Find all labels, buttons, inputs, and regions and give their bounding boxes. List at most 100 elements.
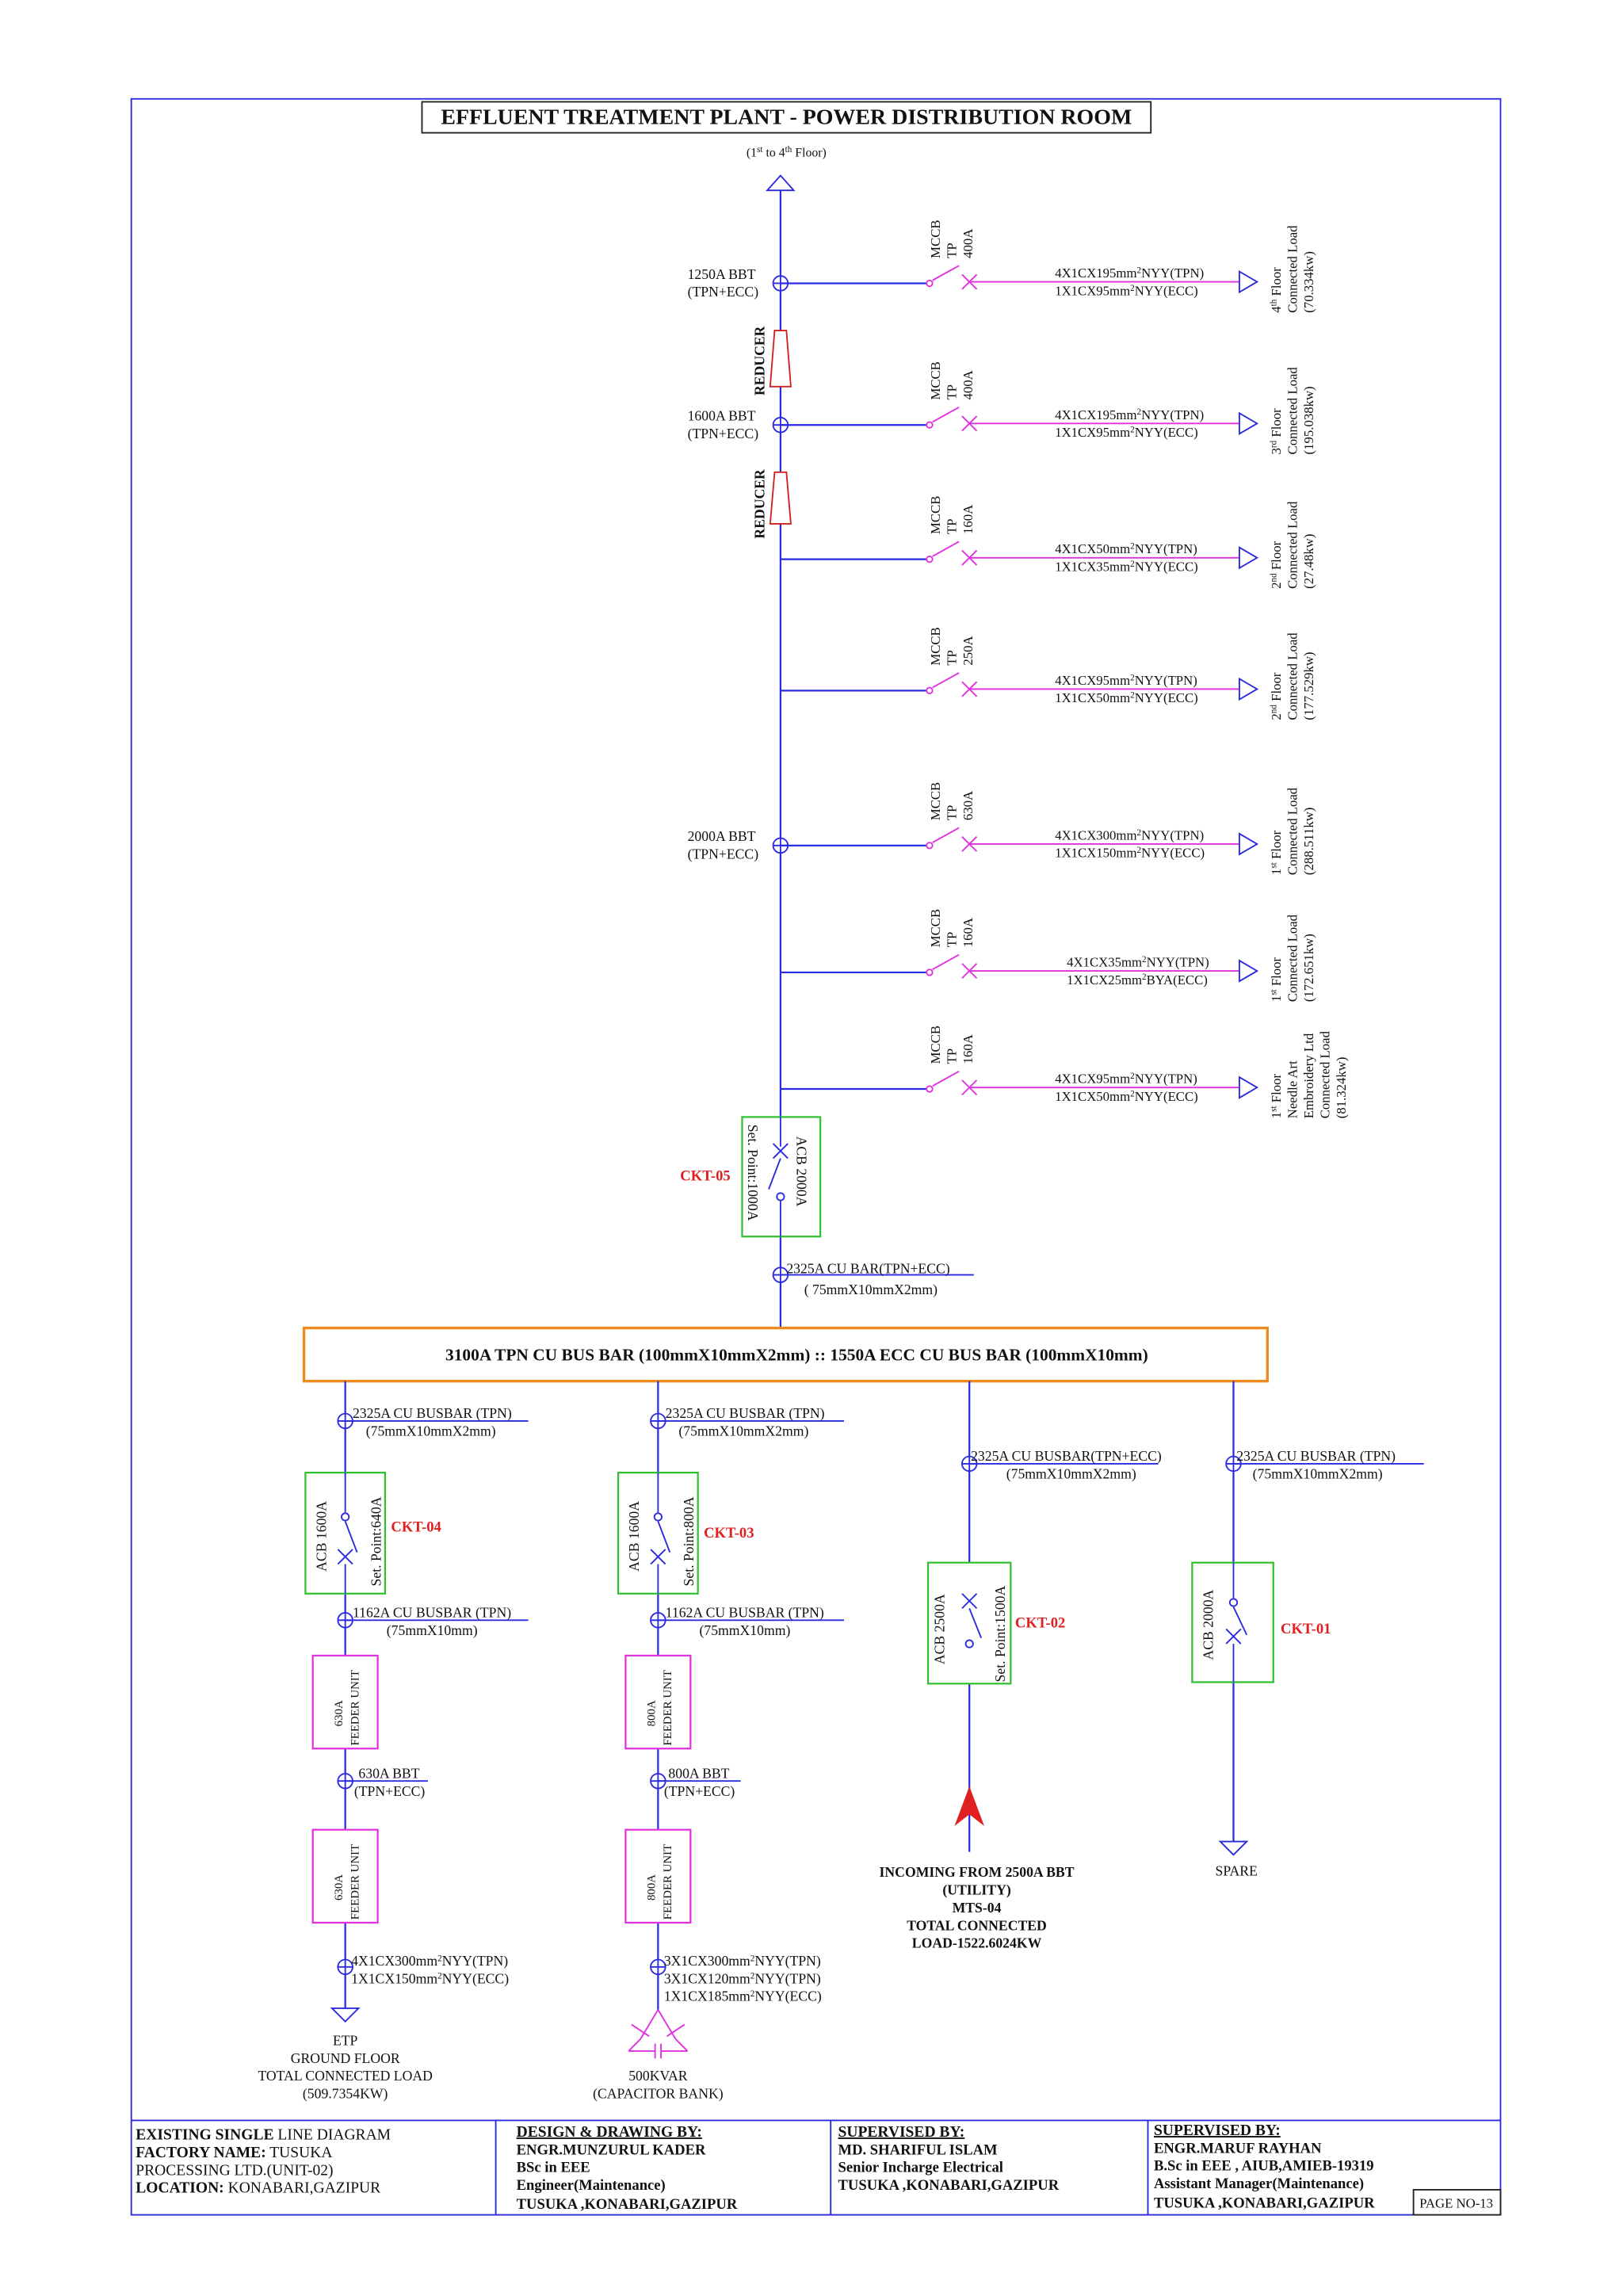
branch-ckt03: 2325A CU BUSBAR (TPN) (75mmX10mmX2mm) AC… [593,1381,844,2102]
main-busbar-label: 3100A TPN CU BUS BAR (100mmX10mmX2mm) ::… [445,1346,1148,1365]
mccb-contact [926,1085,934,1093]
cable-spec-ecc: 1X1CX25mm2BYA(ECC) [1067,972,1208,988]
svg-text:Set. Point:640A: Set. Point:640A [368,1496,384,1586]
svg-text:630A: 630A [333,1874,346,1901]
branch-ckt01: 2325A CU BUSBAR (TPN) (75mmX10mmX2mm) AC… [1191,1381,1424,1878]
svg-text:PROCESSING LTD.(UNIT-02): PROCESSING LTD.(UNIT-02) [136,2162,333,2179]
bbt-2000: 2000A BBT (TPN+ECC) [688,828,789,862]
svg-text:800A: 800A [646,1700,659,1726]
load-label: 2nd Floor [1269,672,1284,720]
svg-text:MTS-04: MTS-04 [953,1900,1002,1916]
svg-text:FEEDER UNIT: FEEDER UNIT [349,1670,361,1745]
svg-text:500KVAR: 500KVAR [628,2068,688,2084]
mccb-label: MCCB [928,361,943,399]
cable-spec-ecc: 1X1CX95mm2NYY(ECC) [1055,283,1198,298]
svg-text:EXISTING SINGLE LINE DIAGRAM: EXISTING SINGLE LINE DIAGRAM [136,2127,391,2144]
svg-text:SPARE: SPARE [1216,1862,1258,1878]
svg-text:Assistant Manager(Maintenance): Assistant Manager(Maintenance) [1154,2176,1364,2192]
load-arrow-icon [1238,1075,1259,1099]
mccb-blade [932,672,960,689]
cable-spec-ecc: 1X1CX50mm2NYY(ECC) [1055,1089,1198,1104]
svg-text:1X1CX150mm2NYY(ECC): 1X1CX150mm2NYY(ECC) [351,1970,509,1986]
bbt-1250: 1250A BBT (TPN+ECC) [688,266,789,300]
svg-text:(TPN+ECC): (TPN+ECC) [354,1783,426,1799]
svg-text:BSc in EEE: BSc in EEE [517,2160,590,2176]
svg-text:TOTAL CONNECTED LOAD: TOTAL CONNECTED LOAD [258,2068,433,2084]
svg-text:GROUND FLOOR: GROUND FLOOR [291,2050,400,2066]
svg-text:ENGR.MARUF RAYHAN: ENGR.MARUF RAYHAN [1154,2140,1322,2157]
svg-text:Set. Point:800A: Set. Point:800A [681,1496,697,1586]
load-label: (195.038kw) [1301,386,1316,454]
svg-text:ACB 1600A: ACB 1600A [626,1501,642,1572]
mccb-label: 250A [960,636,976,665]
mccb-label: 400A [960,229,976,258]
svg-text:ACB 1600A: ACB 1600A [313,1501,329,1572]
bbt-spec: (TPN+ECC) [688,426,759,441]
svg-text:CKT-02: CKT-02 [1015,1615,1065,1632]
diagram-title: EFFLUENT TREATMENT PLANT - POWER DISTRIB… [441,105,1132,129]
svg-text:TOTAL CONNECTED: TOTAL CONNECTED [907,1917,1047,1933]
load-label: (70.334kw) [1301,251,1316,313]
cable-spec-tpn: 4X1CX95mm2NYY(TPN) [1055,673,1197,688]
mccb-label: MCCB [928,496,943,534]
mccb-label: MCCB [928,220,943,258]
svg-text:LOAD-1522.6024KW: LOAD-1522.6024KW [912,1935,1042,1951]
load-arrow-icon [1238,677,1259,701]
ckt05-acb: ACB 2000A Set. Point:1000A CKT-05 [680,1116,822,1238]
load-label: 2nd Floor [1269,541,1284,588]
svg-text:Set. Point:1500A: Set. Point:1500A [992,1585,1008,1682]
load-arrow-icon [1238,832,1259,856]
cable-spec-tpn: 4X1CX95mm2NYY(TPN) [1055,1072,1197,1087]
mccb-blade [932,265,960,281]
cable-spec-tpn: 4X1CX300mm2NYY(TPN) [1055,827,1204,842]
svg-text:(75mmX10mmX2mm): (75mmX10mmX2mm) [366,1423,496,1439]
mccb-contact [926,279,934,288]
svg-text:Engineer(Maintenance): Engineer(Maintenance) [517,2177,666,2194]
mccb-label: 160A [960,505,976,534]
branch-ckt02: 2325A CU BUSBAR(TPN+ECC) (75mmX10mmX2mm)… [880,1381,1162,1951]
mccb-label: TP [944,243,959,258]
load-label: (177.529kw) [1301,651,1316,720]
load-arrow-icon [1238,411,1259,436]
svg-text:2325A CU BUSBAR (TPN): 2325A CU BUSBAR (TPN) [1236,1448,1396,1464]
mccb-label: MCCB [928,782,943,820]
load-label: Connected Load [1285,501,1300,589]
cable-spec-tpn: 4X1CX50mm2NYY(TPN) [1055,541,1197,556]
incoming-arrow-icon [954,1786,984,1826]
svg-text:SUPERVISED BY:: SUPERVISED BY: [1154,2122,1281,2139]
mccb-label: 160A [960,918,976,947]
cable-spec-ecc: 1X1CX150mm2NYY(ECC) [1055,846,1205,861]
title-box [421,101,1152,134]
svg-text:TUSUKA ,KONABARI,GAZIPUR: TUSUKA ,KONABARI,GAZIPUR [517,2196,738,2213]
svg-text:1162A CU BUSBAR (TPN): 1162A CU BUSBAR (TPN) [353,1605,511,1621]
load-arrow-icon [1238,269,1259,294]
svg-text:B.Sc in EEE , AIUB,AMIEB-19319: B.Sc in EEE , AIUB,AMIEB-19319 [1154,2158,1374,2175]
branch-ckt04: 2325A CU BUSBAR (TPN) (75mmX10mmX2mm) AC… [258,1381,529,2102]
load-label: Needle Art [1285,1060,1300,1118]
load-label: (81.324kw) [1334,1057,1349,1119]
riser-label: (1st to 4th Floor) [747,145,827,160]
bbt-rating: 1250A BBT [688,266,756,282]
mccb-blade [932,827,960,843]
cable-spec-ecc: 1X1CX95mm2NYY(ECC) [1055,425,1198,440]
svg-text:4X1CX300mm2NYY(TPN): 4X1CX300mm2NYY(TPN) [351,1953,508,1969]
acb-rating: ACB 2000A [793,1137,809,1207]
load-label: Connected Load [1285,632,1300,720]
mccb-contact [926,968,934,976]
load-label: (27.48kw) [1301,534,1316,589]
svg-text:630A: 630A [333,1700,346,1726]
svg-text:ACB 2500A: ACB 2500A [932,1594,948,1664]
mccb-label: MCCB [928,627,943,665]
svg-text:800A: 800A [646,1874,659,1901]
load-label: Connected Load [1285,914,1300,1002]
svg-text:TUSUKA ,KONABARI,GAZIPUR: TUSUKA ,KONABARI,GAZIPUR [838,2177,1060,2194]
spare-arrow-icon [1218,1840,1249,1856]
cable-spec-tpn: 4X1CX35mm2NYY(TPN) [1067,954,1209,969]
bbt-1600: 1600A BBT (TPN+ECC) [688,408,789,441]
svg-text:CKT-01: CKT-01 [1281,1621,1331,1637]
mccb-contact [926,842,934,850]
